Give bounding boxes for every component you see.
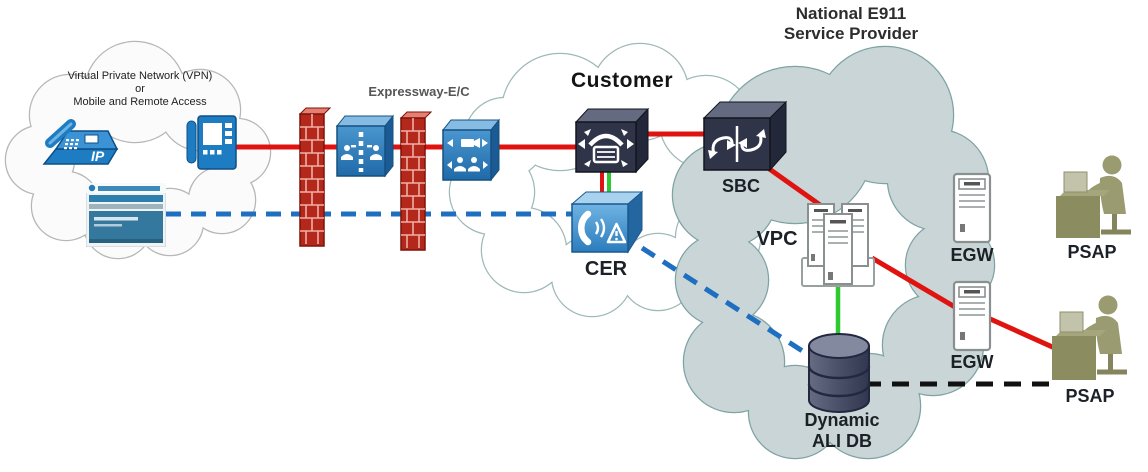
- ip-phone-icon: IP: [38, 116, 120, 172]
- vpn-label-line2: or: [135, 83, 145, 95]
- cer-icon: [566, 190, 644, 256]
- sbc-label: SBC: [721, 176, 761, 196]
- ali-db-icon: [806, 332, 872, 416]
- egw-top-icon: [952, 172, 992, 244]
- ip-badge: IP: [91, 148, 105, 164]
- ali-db-label: Dynamic ALI DB: [804, 410, 879, 452]
- expressway-label: Expressway-E/C: [368, 84, 470, 99]
- e911-label-line1: National E911: [795, 4, 907, 23]
- vpn-cloud-label: Virtual Private Network (VPN) or Mobile …: [68, 70, 213, 109]
- expressway-c-icon: [441, 116, 501, 184]
- vpn-label-line1: Virtual Private Network (VPN): [67, 70, 213, 82]
- egw-bottom-icon: [952, 280, 992, 352]
- egw-top-label: EGW: [950, 245, 994, 265]
- firewall-icon: [297, 106, 331, 250]
- firewall-icon: [398, 110, 432, 254]
- vpc-icon: [800, 198, 876, 288]
- expressway-e-icon: [335, 112, 395, 180]
- ali-db-label-line2: ALI DB: [811, 431, 872, 452]
- vpn-label-line3: Mobile and Remote Access: [73, 96, 207, 108]
- cer-label: CER: [584, 258, 628, 280]
- e911-provider-label: National E911 Service Provider: [784, 4, 918, 44]
- egw-bottom-label: EGW: [950, 352, 994, 372]
- psap-bottom-icon: [1048, 288, 1132, 386]
- psap-bottom-label: PSAP: [1065, 386, 1115, 406]
- ali-db-label-line1: Dynamic: [804, 410, 880, 430]
- e911-label-line2: Service Provider: [783, 24, 919, 44]
- link-vpc-to-egw: [870, 255, 962, 313]
- portal-logo-icon: [88, 184, 96, 192]
- psap-top-label: PSAP: [1067, 242, 1117, 262]
- vpc-label: VPC: [756, 228, 798, 250]
- customer-cloud-label: Customer: [570, 69, 674, 92]
- vpn-portal-card: [86, 183, 166, 247]
- remote-endpoint-icon: [186, 114, 238, 172]
- psap-top-icon: [1052, 150, 1136, 244]
- cucm-icon: [572, 104, 650, 174]
- link-cer-to-alidb-dashed: [640, 245, 806, 355]
- sbc-icon: [700, 96, 790, 174]
